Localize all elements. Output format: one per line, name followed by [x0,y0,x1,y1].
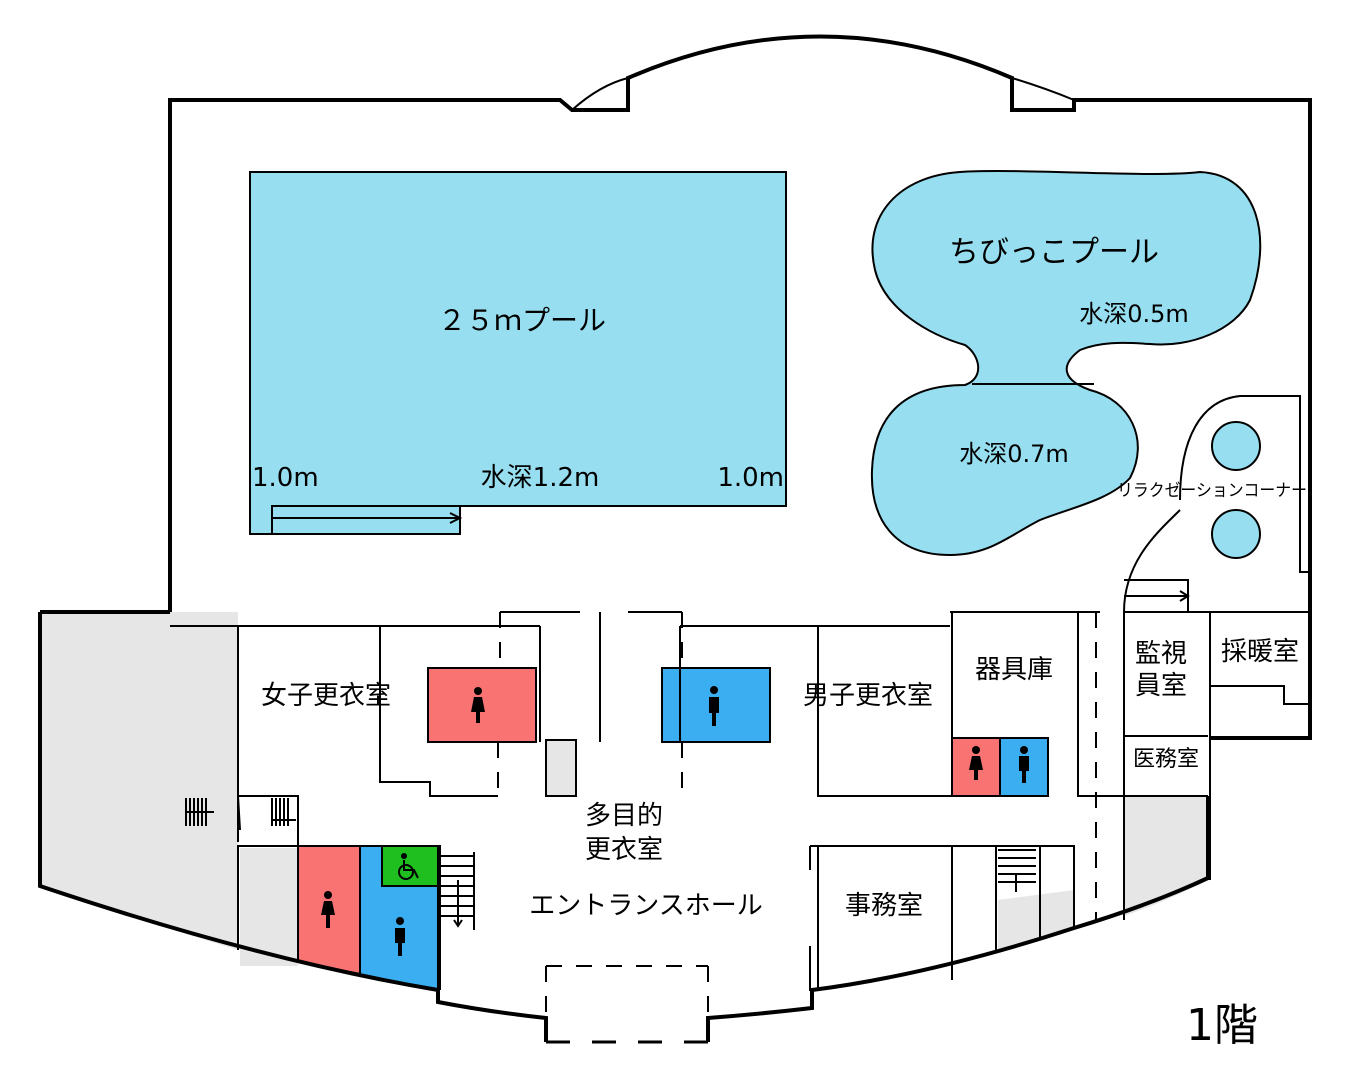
womens-locker-label: 女子更衣室 [261,681,391,711]
female-icon [969,746,983,780]
monitor-label-2: 員室 [1135,671,1187,701]
wheelchair-icon [398,853,419,880]
doors [237,611,1310,1018]
labels: ２５ｍプール 1.0m 水深1.2m 1.0m ちびっこプール 水深0.5m 水… [252,235,1307,1051]
kids-pool-depth-shallow: 水深0.5m [1079,300,1189,328]
main-pool-depth-left: 1.0m [252,463,319,493]
floor-label: 1階 [1186,1000,1258,1051]
male-icon [709,686,719,726]
office-label: 事務室 [845,891,923,921]
warming-label: 採暖室 [1221,637,1299,667]
kids-pool-depth-deep: 水深0.7m [959,440,1069,468]
female-icon [471,687,485,723]
interior-walls [170,395,1310,991]
relaxation-label: リラクゼーションコーナー [1117,481,1307,501]
male-icon [1019,746,1029,783]
kids-pool-name: ちびっこプール [949,235,1159,270]
restrooms [297,667,1049,992]
main-pool [249,171,787,535]
main-pool-name: ２５ｍプール [438,304,606,337]
main-pool-depth-center: 水深1.2m [481,463,600,493]
equipment-label: 器具庫 [975,655,1053,685]
female-icon [321,891,335,928]
male-icon [395,917,405,956]
monitor-label-1: 監視 [1135,639,1187,669]
medical-label: 医務室 [1133,747,1199,772]
multipurpose-label-2: 更衣室 [585,835,663,865]
mens-locker-label: 男子更衣室 [803,681,933,711]
gray-areas [40,612,1208,966]
stairs [185,798,1036,930]
main-pool-depth-right: 1.0m [717,463,784,493]
outer-walls [38,34,1312,1044]
kids-pool [870,170,1262,559]
multipurpose-label-1: 多目的 [585,801,663,831]
entrance-hall-label: エントランスホール [529,891,762,921]
